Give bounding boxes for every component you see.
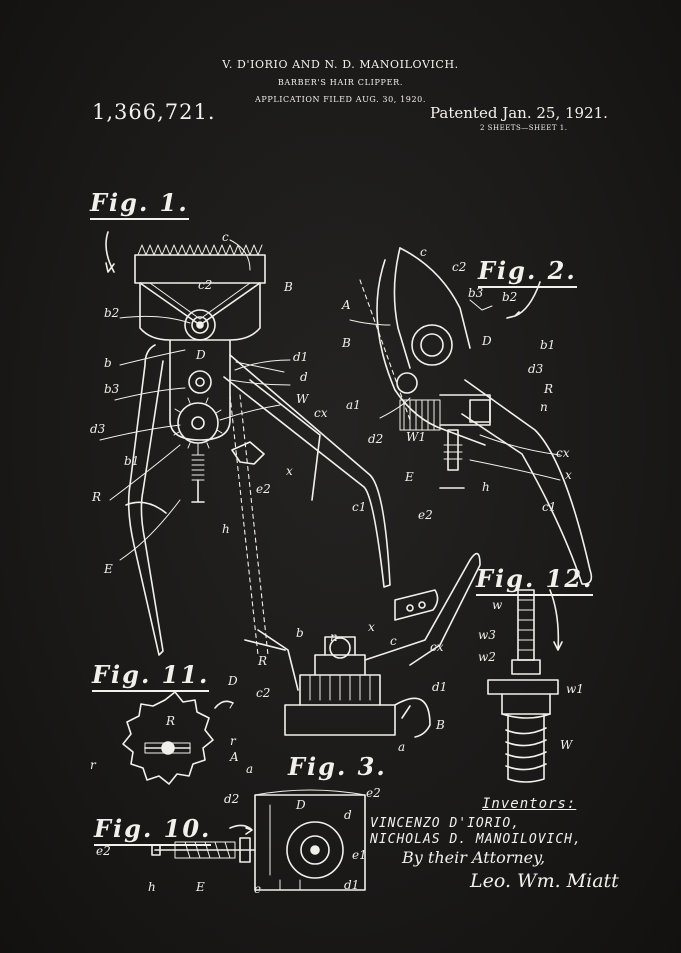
application-filed: APPLICATION FILED AUG. 30, 1920. — [255, 95, 426, 104]
fig2-label: a1 — [346, 398, 361, 412]
leader-lines — [99, 239, 561, 561]
fig12-label: w — [492, 598, 503, 612]
fig1-label: d — [300, 370, 308, 384]
patent-date: Patented Jan. 25, 1921. — [430, 104, 608, 122]
fig3-label: B — [436, 718, 445, 732]
fig2-label: b3 — [468, 286, 484, 300]
fig2-drawing — [359, 247, 593, 585]
fig12-drawing — [487, 589, 563, 783]
fig10-label: D — [296, 798, 306, 812]
fig2-label: D — [482, 334, 492, 348]
fig1-label: b1 — [124, 454, 140, 468]
fig2-label: c — [420, 245, 427, 259]
fig3-label: R — [258, 654, 268, 668]
fig2-label: x — [565, 468, 572, 482]
attorney-line: By their Attorney, — [402, 848, 546, 867]
fig3-label: a — [398, 740, 406, 754]
fig12-label: W — [560, 738, 573, 752]
fig10-label: h — [148, 880, 156, 894]
fig1-label: h — [222, 522, 230, 536]
fig1-label: e2 — [256, 482, 271, 496]
fig10-label: e1 — [352, 848, 367, 862]
fig10-label: e2 — [366, 786, 381, 800]
fig1-label: d1 — [293, 350, 309, 364]
fig3-label: n — [330, 630, 338, 644]
fig1-drawing — [105, 231, 391, 656]
fig3-title: Fig. 3. — [288, 752, 387, 781]
fig2-label: b1 — [540, 338, 556, 352]
patent-title: BARBER'S HAIR CLIPPER. — [277, 78, 404, 87]
fig2-label: d3 — [528, 362, 544, 376]
fig2-label: W1 — [406, 430, 426, 444]
fig12-title: Fig. 12. — [476, 564, 594, 596]
fig1-title: Fig. 1. — [90, 188, 189, 220]
fig3-label: D — [228, 674, 238, 688]
fig2-label: d2 — [368, 432, 384, 446]
fig1-label: D — [196, 348, 206, 362]
fig2-label: A — [342, 298, 351, 312]
fig10-title: Fig. 10. — [94, 814, 212, 846]
fig3-label: a — [246, 762, 254, 776]
fig1-label: W — [296, 392, 309, 406]
inventor-name-2: NICHOLAS D. MANOILOVICH, — [370, 832, 582, 847]
fig10-label: e — [254, 882, 262, 896]
fig1-label: b — [104, 356, 112, 370]
patent-number: 1,366,721. — [92, 100, 216, 124]
fig10-label: d — [344, 808, 352, 822]
fig11-drawing — [122, 691, 234, 785]
fig1-label: R — [92, 490, 102, 504]
fig10-label: e2 — [96, 844, 111, 858]
fig2-label: c2 — [452, 260, 467, 274]
fig1-label: x — [286, 464, 293, 478]
fig1-label: d3 — [90, 422, 106, 436]
fig10-label: E — [196, 880, 205, 894]
fig2-label: R — [544, 382, 554, 396]
fig3-label: d1 — [432, 680, 448, 694]
fig3-label: cx — [430, 640, 444, 654]
fig1-label: c — [222, 230, 229, 244]
fig11-label: R — [166, 714, 176, 728]
sheet-count: 2 SHEETS—SHEET 1. — [480, 124, 568, 132]
fig10-drawing — [151, 789, 366, 891]
fig2-label: e2 — [418, 508, 433, 522]
fig1-label: E — [104, 562, 113, 576]
fig3-label: c — [390, 634, 397, 648]
fig2-label: n — [540, 400, 548, 414]
fig1-label: c2 — [198, 278, 213, 292]
fig1-label: cx — [314, 406, 328, 420]
fig2-label: b2 — [502, 290, 518, 304]
inventor-name-1: VINCENZO D'IORIO, — [370, 816, 521, 831]
fig12-label: w3 — [478, 628, 496, 642]
fig1-label: b2 — [104, 306, 120, 320]
fig3-label: A — [230, 750, 239, 764]
fig2-label: B — [342, 336, 351, 350]
attorney-signature: Leo. Wm. Miatt — [470, 870, 619, 892]
fig12-label: w1 — [566, 682, 584, 696]
fig11-label: r — [230, 734, 236, 748]
fig10-label: d1 — [344, 878, 360, 892]
fig3-label: c2 — [256, 686, 271, 700]
fig11-label: r — [90, 758, 96, 772]
fig3-label: b — [296, 626, 304, 640]
fig2-label: h — [482, 480, 490, 494]
fig11-title: Fig. 11. — [92, 660, 210, 692]
fig12-label: w2 — [478, 650, 496, 664]
inventors-line: V. D'IORIO AND N. D. MANOILOVICH. — [222, 58, 459, 71]
fig10-label: d2 — [224, 792, 240, 806]
fig2-title: Fig. 2. — [478, 256, 577, 288]
fig3-drawing — [244, 552, 481, 738]
fig2-label: cx — [556, 446, 570, 460]
fig2-label: c1 — [542, 500, 557, 514]
fig1-label: b3 — [104, 382, 120, 396]
fig3-label: x — [368, 620, 375, 634]
fig1-label: B — [284, 280, 293, 294]
inventors-heading: Inventors: — [482, 796, 577, 812]
fig2-label: E — [405, 470, 414, 484]
fig1-label: c1 — [352, 500, 367, 514]
